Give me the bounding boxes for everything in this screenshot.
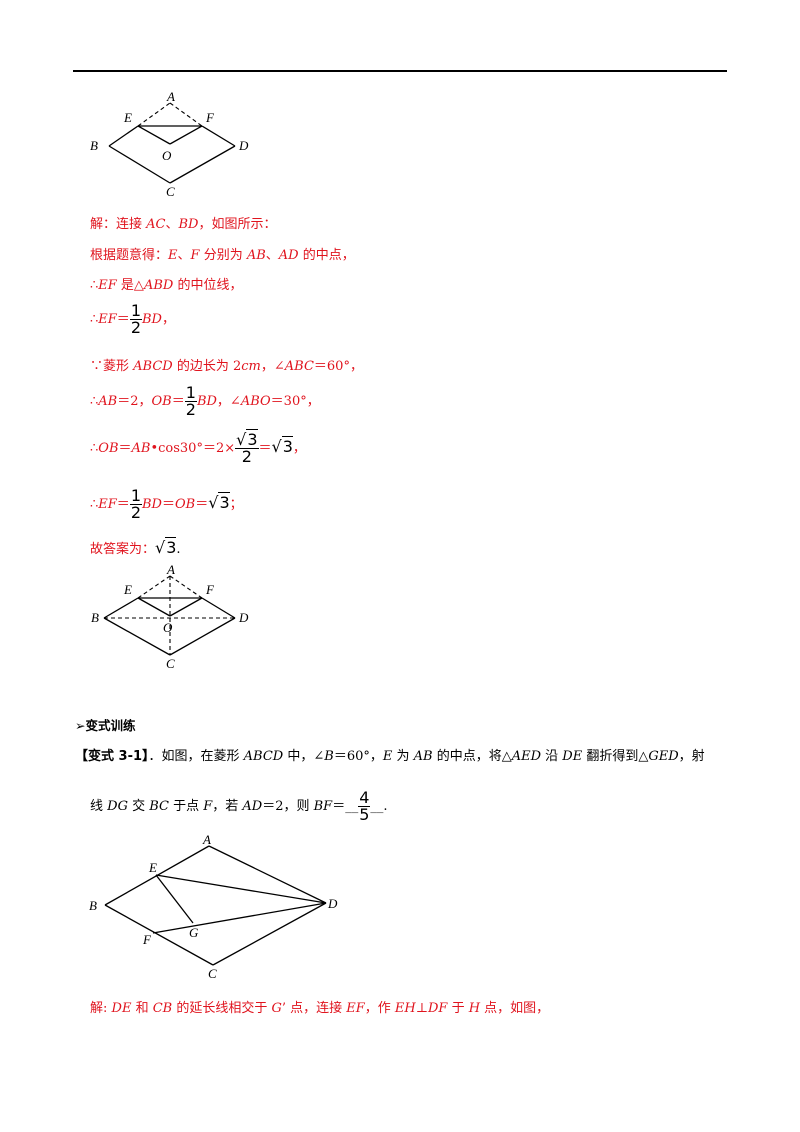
label-B: B (90, 138, 98, 153)
rhombus-figure-3: A E B D G F C (89, 832, 338, 980)
label-C: C (166, 656, 175, 671)
section-heading: ➢变式训练 (75, 718, 136, 733)
label-C: C (208, 966, 217, 980)
label-G: G (189, 925, 199, 940)
label-F: F (205, 110, 215, 125)
label-A: A (166, 89, 175, 104)
solution-line-5: ∵菱形 ABCD 的边长为 2cm，∠ABC＝60°， (90, 359, 363, 374)
rhombus-figure-1: A E F B D O C (90, 89, 249, 198)
label-O: O (162, 148, 172, 163)
label-E: E (123, 110, 132, 125)
label-A: A (166, 562, 175, 577)
header-rule (73, 70, 727, 72)
label-F: F (205, 582, 215, 597)
sqrt-3: √3 (271, 436, 293, 456)
label-A: A (202, 832, 211, 847)
solution-line-2: 根据题意得：E、F 分别为 AB、AD 的中点， (90, 248, 355, 263)
solution-line-9: 故答案为：√3. (90, 537, 181, 557)
label-B: B (89, 898, 97, 913)
answer-line: 解: DE 和 CB 的延长线相交于 G’ 点，连接 EF，作 EH⊥DF 于 … (90, 1001, 550, 1016)
label-D: D (238, 610, 249, 625)
label-E: E (148, 860, 157, 875)
rhombus-figure-2: A E F B D O C (91, 562, 249, 671)
sqrt-3: √3 (155, 537, 177, 557)
label-C: C (166, 184, 175, 198)
problem-statement-line-1: 【变式 3-1】．如图，在菱形 ABCD 中，∠B＝60°，E 为 AB 的中点… (75, 749, 705, 764)
label-B: B (91, 610, 99, 625)
label-E: E (123, 582, 132, 597)
label-D: D (238, 138, 249, 153)
label-F: F (142, 932, 152, 947)
sqrt-3: √3 (208, 492, 230, 512)
solution-line-3: ∴EF 是△ABD 的中位线， (90, 278, 243, 293)
solution-line-1: 解：连接 AC、BD，如图所示： (90, 217, 277, 232)
label-D: D (327, 896, 338, 911)
label-O: O (163, 620, 173, 635)
